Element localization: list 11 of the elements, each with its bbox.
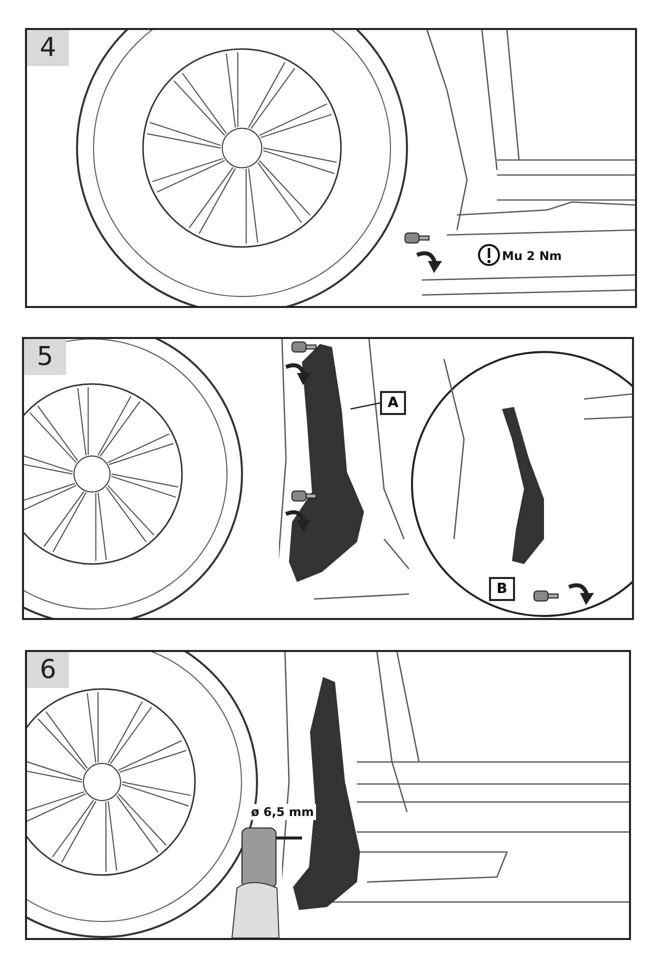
step-panel xyxy=(25,650,631,940)
leader-line xyxy=(350,402,380,410)
mudflap-drawing xyxy=(289,344,364,582)
step-panel xyxy=(22,337,634,620)
step-number: 5 xyxy=(24,339,66,375)
callout-letter: B xyxy=(489,577,515,601)
step-panel xyxy=(25,28,637,308)
callout-letter: A xyxy=(380,391,406,415)
step-number: 4 xyxy=(27,30,69,66)
step-number: 6 xyxy=(27,652,69,688)
annotation-label: ø 6,5 mm xyxy=(249,804,316,820)
